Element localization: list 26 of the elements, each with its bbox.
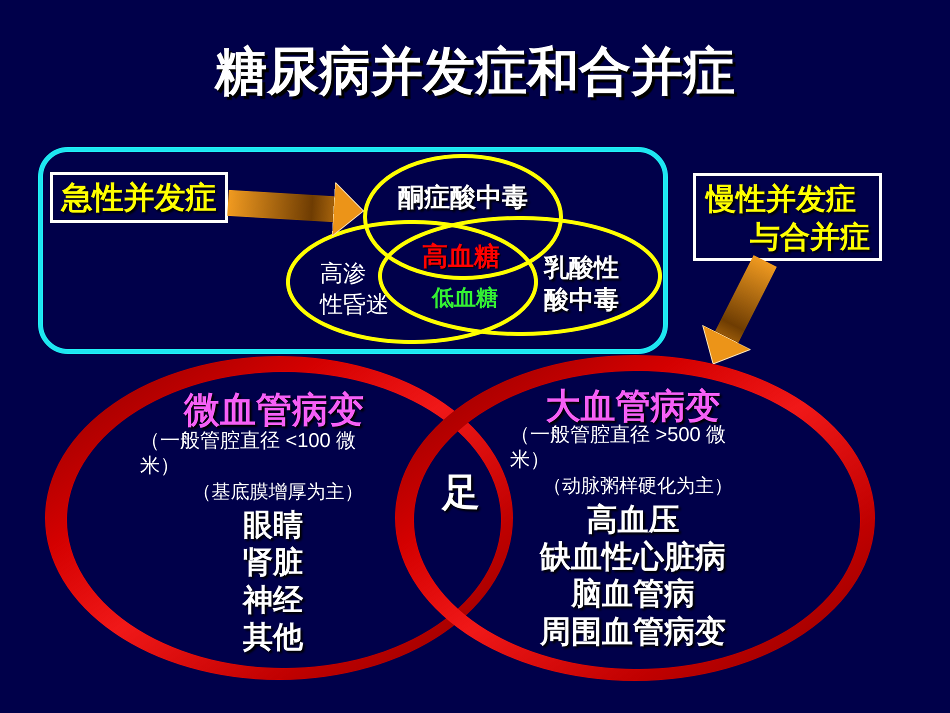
overlap-label: 低血糖 (432, 284, 498, 310)
title: 糖尿病并发症和合并症 (215, 42, 735, 102)
list-item: 其他 (243, 621, 303, 655)
note-text: （基底膜增厚为主） (192, 482, 364, 504)
note-text: （动脉粥样硬化为主） (543, 476, 733, 498)
block-arrow (227, 182, 364, 237)
label-box: 急性并发症 (50, 172, 228, 223)
overlap-label: 高血糖 (422, 241, 500, 271)
list-item: 脑血管病 (571, 577, 695, 611)
list-item: 肾脏 (243, 546, 303, 580)
list-item: 神经 (243, 584, 303, 618)
note-text: （一般管腔直径 >500 微米） (510, 424, 728, 473)
rounded-frame (38, 147, 668, 354)
list-item: 缺血性心脏病 (540, 540, 726, 574)
oval-label: 酮症酸中毒 (398, 182, 528, 212)
oval-label: 乳酸性酸中毒 (544, 253, 620, 316)
list-item: 高血压 (586, 503, 680, 537)
note-text: （一般管腔直径 <100 微米） (140, 429, 358, 479)
ellipse-outline (286, 220, 538, 344)
list-item: 周围血管病变 (540, 615, 726, 649)
ring-heading: 微血管病变 (184, 390, 364, 430)
label-box: 慢性并发症与合并症 (693, 173, 882, 261)
overlap-label: 足 (442, 472, 480, 514)
list-item: 眼睛 (243, 509, 303, 543)
oval-label: 高渗性昏迷 (320, 259, 390, 319)
ring-outline (395, 355, 875, 681)
